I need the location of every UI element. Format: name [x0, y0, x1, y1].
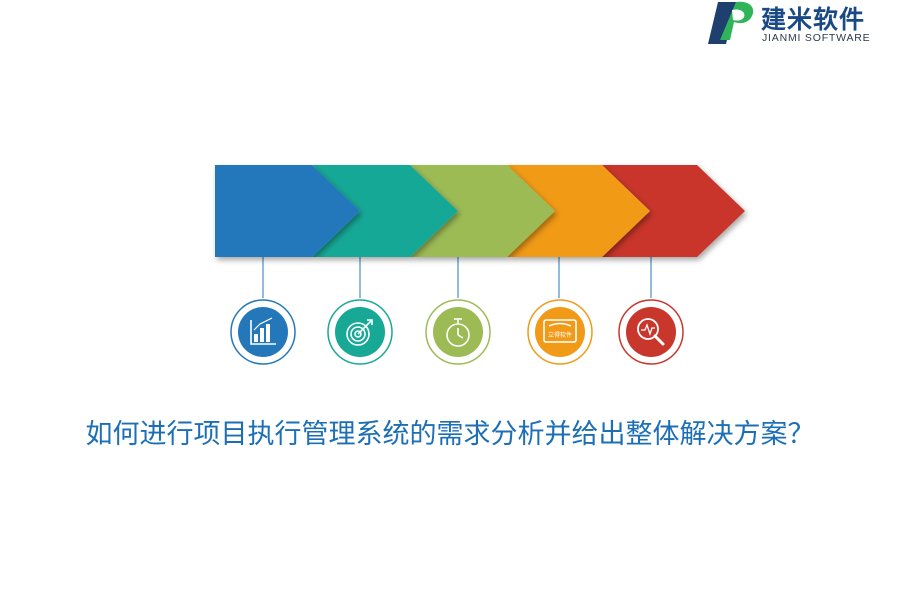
chevron-step-5	[602, 165, 745, 257]
target-icon	[346, 319, 373, 346]
step-3-badge	[425, 299, 491, 365]
chevron-step-3	[410, 165, 555, 257]
step-1-badge	[230, 299, 296, 365]
chevron-step-1	[215, 165, 360, 257]
step-5-badge	[618, 299, 684, 365]
monitor-icon: 立得软件	[543, 319, 577, 343]
step-4-badge: 立得软件	[527, 299, 593, 365]
monitor-label: 立得软件	[548, 331, 572, 339]
step-2-badge	[327, 299, 393, 365]
headline: 如何进行项目执行管理系统的需求分析并给出整体解决方案？	[85, 419, 815, 450]
brand-logo-mark	[708, 1, 754, 44]
chevron-step-2	[312, 165, 458, 257]
brand-name-cn: 建米软件	[761, 5, 866, 34]
bar-chart-icon	[250, 317, 276, 345]
brand-name-en: JIANMI SOFTWARE	[762, 32, 871, 44]
stopwatch-icon	[446, 318, 470, 347]
brand-logo: 建米软件 JIANMI SOFTWARE	[706, 0, 896, 48]
chevron-step-4	[507, 165, 650, 257]
magnifier-chart-icon	[637, 318, 665, 346]
